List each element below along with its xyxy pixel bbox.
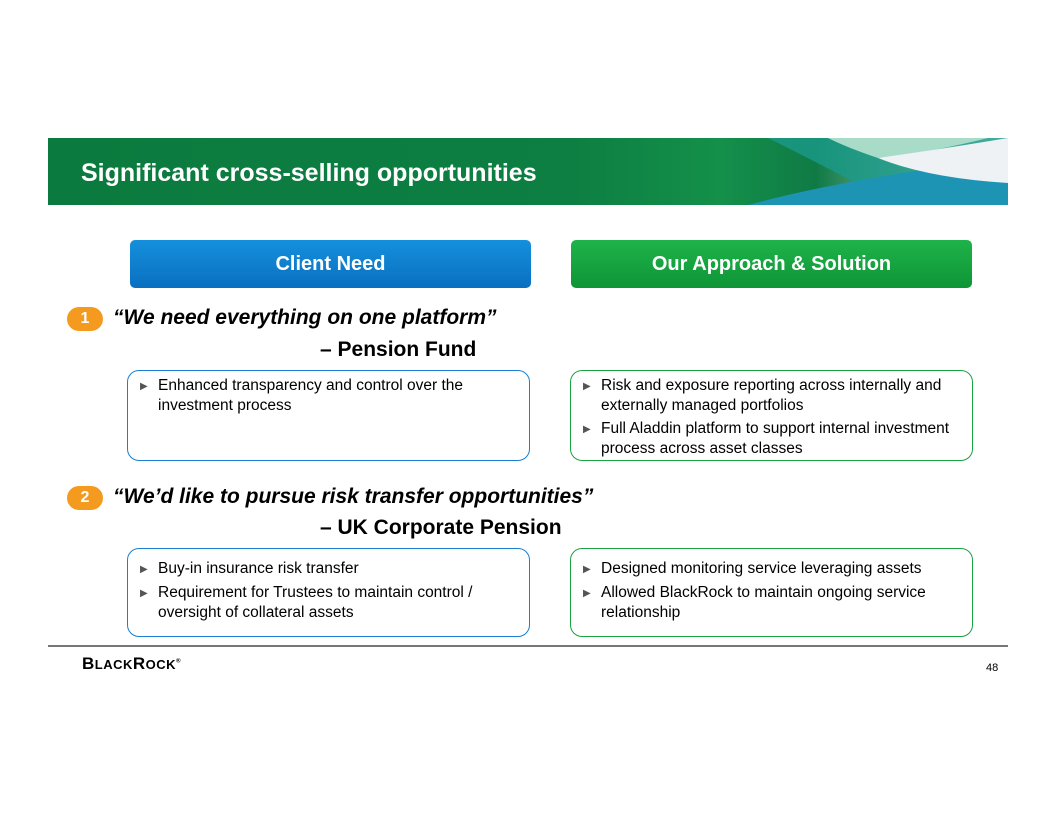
bullet-triangle-icon: ▶: [140, 381, 148, 392]
item-text: Allowed BlackRock to maintain ongoing se…: [601, 584, 926, 621]
section-number-badge: 1: [67, 307, 103, 331]
list-item: ▶ Designed monitoring service leveraging …: [583, 559, 962, 580]
bullet-triangle-icon: ▶: [583, 424, 591, 435]
bullet-triangle-icon: ▶: [583, 564, 591, 575]
section-attribution: – Pension Fund: [320, 338, 477, 361]
page-number: 48: [986, 662, 999, 674]
item-text: Buy-in insurance risk transfer: [158, 560, 359, 577]
title-banner: Significant cross-selling opportunities: [48, 138, 1008, 205]
bullet-triangle-icon: ▶: [140, 588, 148, 599]
section-quote: “We need everything on one platform”: [113, 306, 497, 329]
bullet-triangle-icon: ▶: [140, 564, 148, 575]
list-item: ▶ Risk and exposure reporting across inte…: [583, 376, 962, 416]
item-text: Full Aladdin platform to support interna…: [601, 420, 950, 457]
banner-decoration: [648, 138, 1008, 205]
list-item: ▶ Buy-in insurance risk transfer: [140, 559, 519, 580]
solution-header: Our Approach & Solution: [571, 240, 972, 288]
section-attribution: – UK Corporate Pension: [320, 516, 562, 539]
client-need-header: Client Need: [130, 240, 531, 288]
solution-box: ▶ Risk and exposure reporting across inte…: [570, 370, 973, 461]
section-number-badge: 2: [67, 486, 103, 510]
item-text: Enhanced transparency and control over t…: [158, 377, 464, 414]
item-text: Designed monitoring service leveraging a…: [601, 560, 922, 577]
client-need-box: ▶ Enhanced transparency and control over …: [127, 370, 530, 461]
blackrock-logo: BLACKROCK®: [82, 654, 181, 673]
list-item: ▶ Enhanced transparency and control over …: [140, 376, 519, 416]
footer-divider: [48, 645, 1008, 647]
page-title: Significant cross-selling opportunities: [81, 159, 537, 187]
solution-box: ▶ Designed monitoring service leveraging …: [570, 548, 973, 637]
item-text: Risk and exposure reporting across inter…: [601, 377, 942, 414]
client-need-box: ▶ Buy-in insurance risk transfer ▶ Require…: [127, 548, 530, 637]
bullet-triangle-icon: ▶: [583, 381, 591, 392]
list-item: ▶ Allowed BlackRock to maintain ongoing s…: [583, 583, 962, 623]
item-text: Requirement for Trustees to maintain con…: [158, 584, 473, 621]
section-quote: “We’d like to pursue risk transfer oppor…: [113, 485, 594, 508]
bullet-triangle-icon: ▶: [583, 588, 591, 599]
list-item: ▶ Full Aladdin platform to support intern…: [583, 419, 962, 459]
list-item: ▶ Requirement for Trustees to maintain co…: [140, 583, 519, 623]
